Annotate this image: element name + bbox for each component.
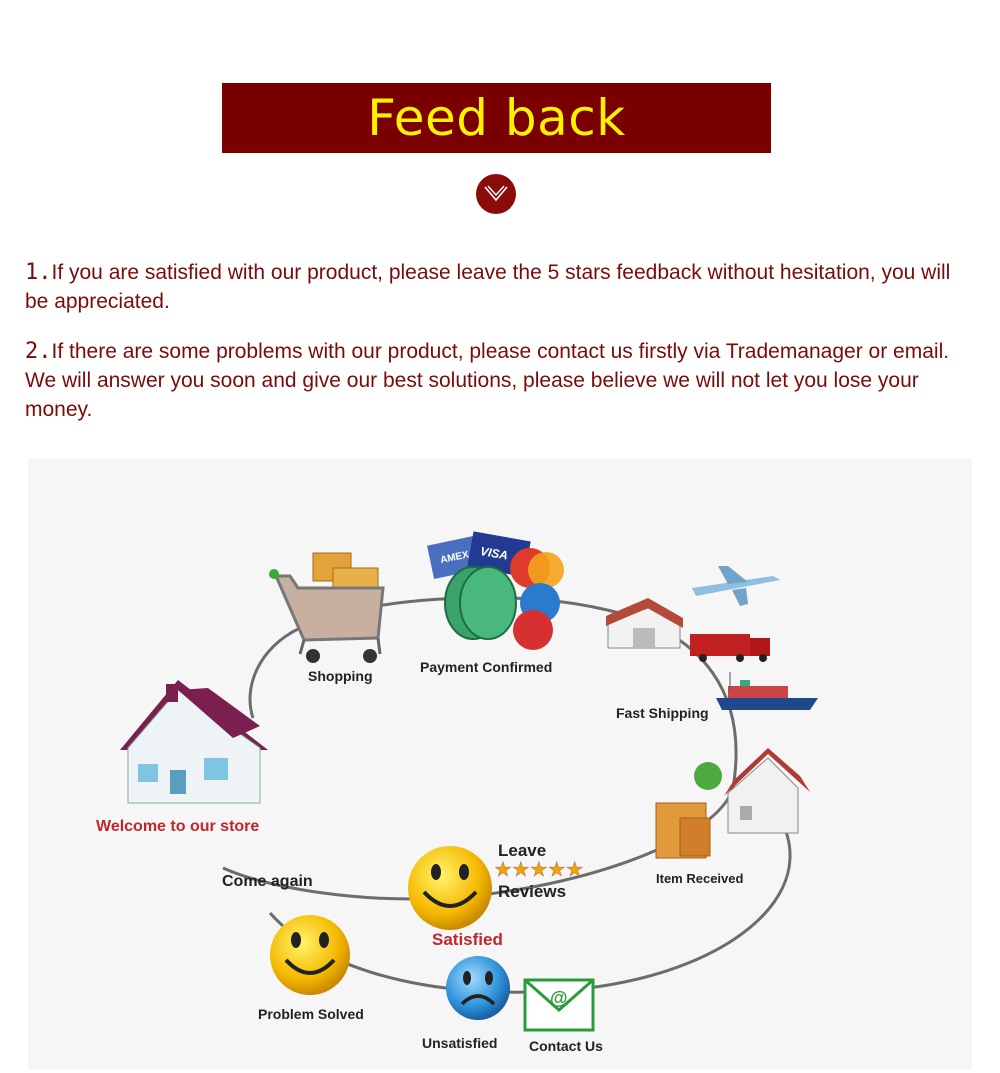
email-envelope-icon: @: [523, 978, 595, 1032]
house-icon: [120, 680, 268, 804]
reviews-label: Reviews: [498, 882, 566, 901]
house-with-boxes-icon: [655, 748, 810, 859]
paragraph-text: If there are some problems with our prod…: [25, 340, 950, 421]
smiley-satisfied-icon: [408, 846, 492, 930]
paragraph-number: 2.: [25, 339, 52, 364]
feedback-instruction-2: 2.If there are some problems with our pr…: [25, 337, 975, 424]
visa-card-label: VISA: [479, 544, 509, 563]
airplane-icon: [692, 566, 780, 606]
smiley-unsatisfied-icon: [446, 956, 510, 1020]
shopping-cart-icon: [269, 552, 385, 663]
leave-label: Leave: [498, 841, 546, 860]
problem-solved-label: Problem Solved: [258, 1006, 364, 1022]
chevron-down-icon: [476, 174, 516, 214]
five-stars-rating: ★★★★★: [494, 859, 584, 881]
process-curve-lower: [268, 791, 792, 994]
shopping-label: Shopping: [308, 668, 373, 684]
feedback-banner: Feed back: [222, 83, 771, 153]
unsatisfied-label: Unsatisfied: [422, 1035, 497, 1051]
smiley-problem-solved-icon: [270, 915, 350, 995]
paragraph-number: 1.: [25, 260, 52, 285]
feedback-instruction-1: 1.If you are satisfied with our product,…: [25, 258, 975, 316]
process-curve-left: [248, 626, 301, 719]
order-process-diagram: Shopping AMEX VISA Payment Confirmed Fas…: [28, 458, 972, 1070]
come-again-label: Come again: [222, 873, 313, 890]
payment-label: Payment Confirmed: [420, 659, 552, 675]
payment-cards-icon: AMEX VISA: [427, 531, 564, 650]
cargo-ship-icon: [716, 672, 818, 710]
truck-icon: [690, 634, 770, 662]
contact-us-label: Contact Us: [529, 1038, 603, 1054]
item-received-label: Item Received: [656, 871, 743, 886]
page-title: Feed back: [367, 89, 626, 147]
satisfied-label: Satisfied: [432, 930, 503, 949]
paragraph-text: If you are satisfied with our product, p…: [25, 261, 951, 313]
fast-shipping-label: Fast Shipping: [616, 705, 709, 721]
svg-text:@: @: [550, 988, 568, 1008]
warehouse-icon: [606, 598, 683, 649]
welcome-label: Welcome to our store: [96, 818, 259, 835]
